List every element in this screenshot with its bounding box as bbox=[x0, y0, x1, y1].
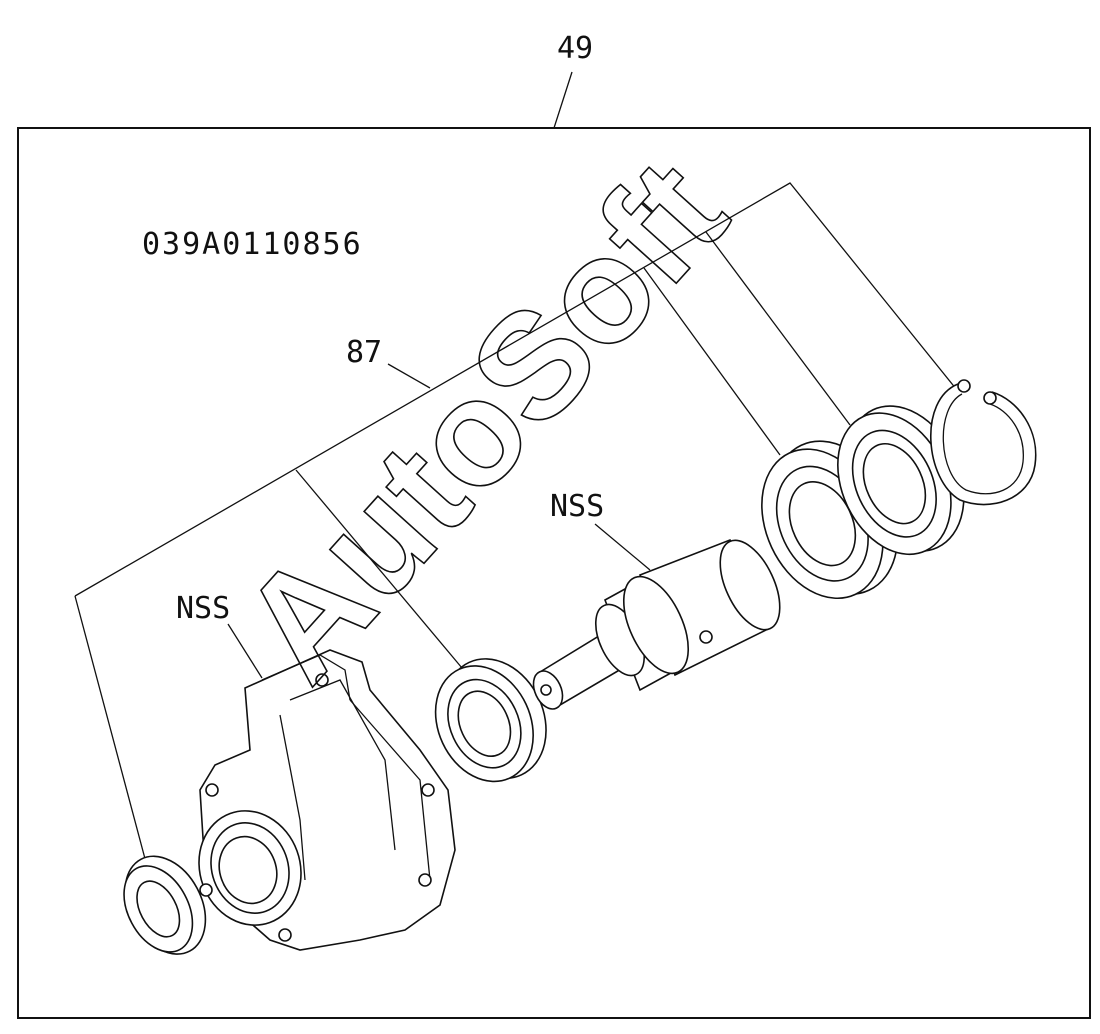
transfer-housing bbox=[198, 649, 456, 951]
label-nss-shaft: NSS bbox=[550, 489, 604, 524]
snap-ring bbox=[929, 379, 1037, 506]
label-nss-housing: NSS bbox=[176, 591, 230, 626]
output-shaft bbox=[532, 538, 781, 710]
drop-line-shaft bbox=[643, 267, 781, 456]
callout-87: 87 bbox=[346, 335, 382, 370]
oil-seal bbox=[123, 855, 207, 955]
assembly-bracket bbox=[74, 182, 966, 597]
drop-line-bearing-1 bbox=[295, 469, 463, 669]
part-code: 039A0110856 bbox=[142, 227, 363, 262]
label-nss-shaft-leader bbox=[594, 523, 651, 571]
ball-bearing-front bbox=[434, 658, 547, 783]
drop-line-seal bbox=[74, 595, 149, 871]
callout-49-leader bbox=[553, 71, 573, 129]
callout-49: 49 bbox=[557, 31, 593, 66]
drop-line-bearing-2 bbox=[705, 231, 851, 426]
callout-87-leader bbox=[387, 363, 431, 389]
label-nss-housing-leader bbox=[227, 623, 263, 679]
